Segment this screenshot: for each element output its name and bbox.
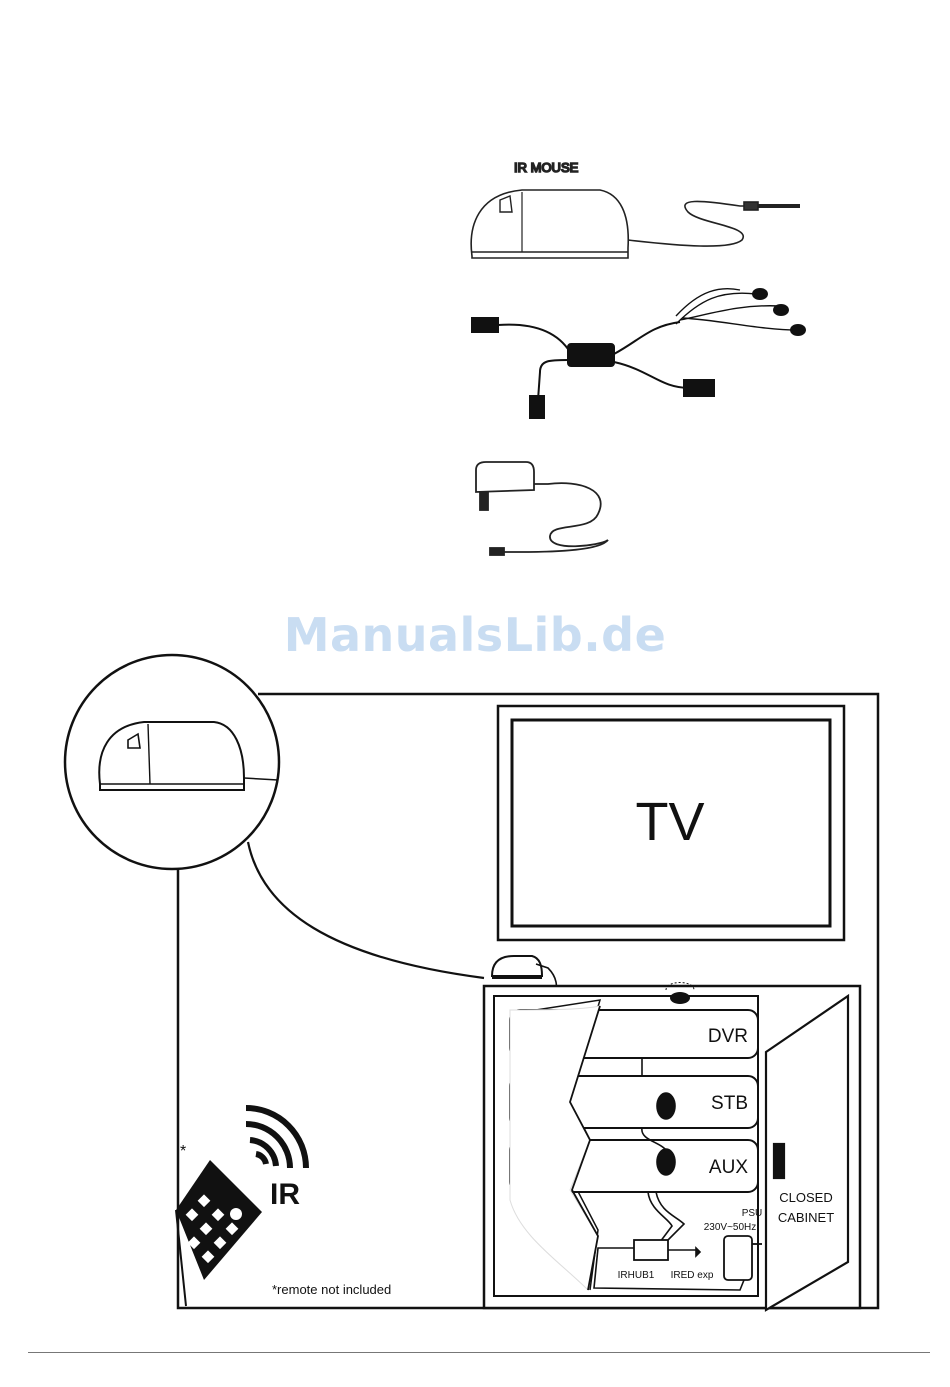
ir-signal-waves-icon xyxy=(246,1108,306,1168)
cabinet-door xyxy=(766,996,848,1310)
tv: TV xyxy=(498,706,844,940)
ir-label: IR xyxy=(270,1178,300,1211)
psu-label-line1: PSU xyxy=(742,1208,763,1219)
ir-mouse-zoom-callout xyxy=(65,655,484,978)
device-label-stb: STB xyxy=(711,1093,748,1114)
watermark: ManualsLib.de xyxy=(0,608,950,662)
tv-label: TV xyxy=(635,792,704,852)
remote-control-icon: * xyxy=(176,1143,262,1306)
psu-label-line2: 230V~50Hz xyxy=(704,1222,757,1233)
remote-note: *remote not included xyxy=(272,1282,391,1297)
remote-asterisk: * xyxy=(180,1143,186,1160)
ir-mouse-illustration: IR MOUSE xyxy=(471,160,800,258)
irhub-cable-illustration xyxy=(472,289,805,418)
device-label-dvr: DVR xyxy=(708,1026,748,1047)
ired-label: IRED exp xyxy=(671,1270,714,1281)
power-supply-illustration xyxy=(476,462,608,555)
footer-divider xyxy=(28,1352,930,1353)
ir-mouse-label: IR MOUSE xyxy=(514,160,579,175)
cabinet-label-line1: CLOSED xyxy=(779,1190,832,1205)
device-label-aux: AUX xyxy=(709,1157,748,1178)
irhub-label: IRHUB1 xyxy=(618,1270,655,1281)
cabinet-label-line2: CABINET xyxy=(778,1210,834,1225)
